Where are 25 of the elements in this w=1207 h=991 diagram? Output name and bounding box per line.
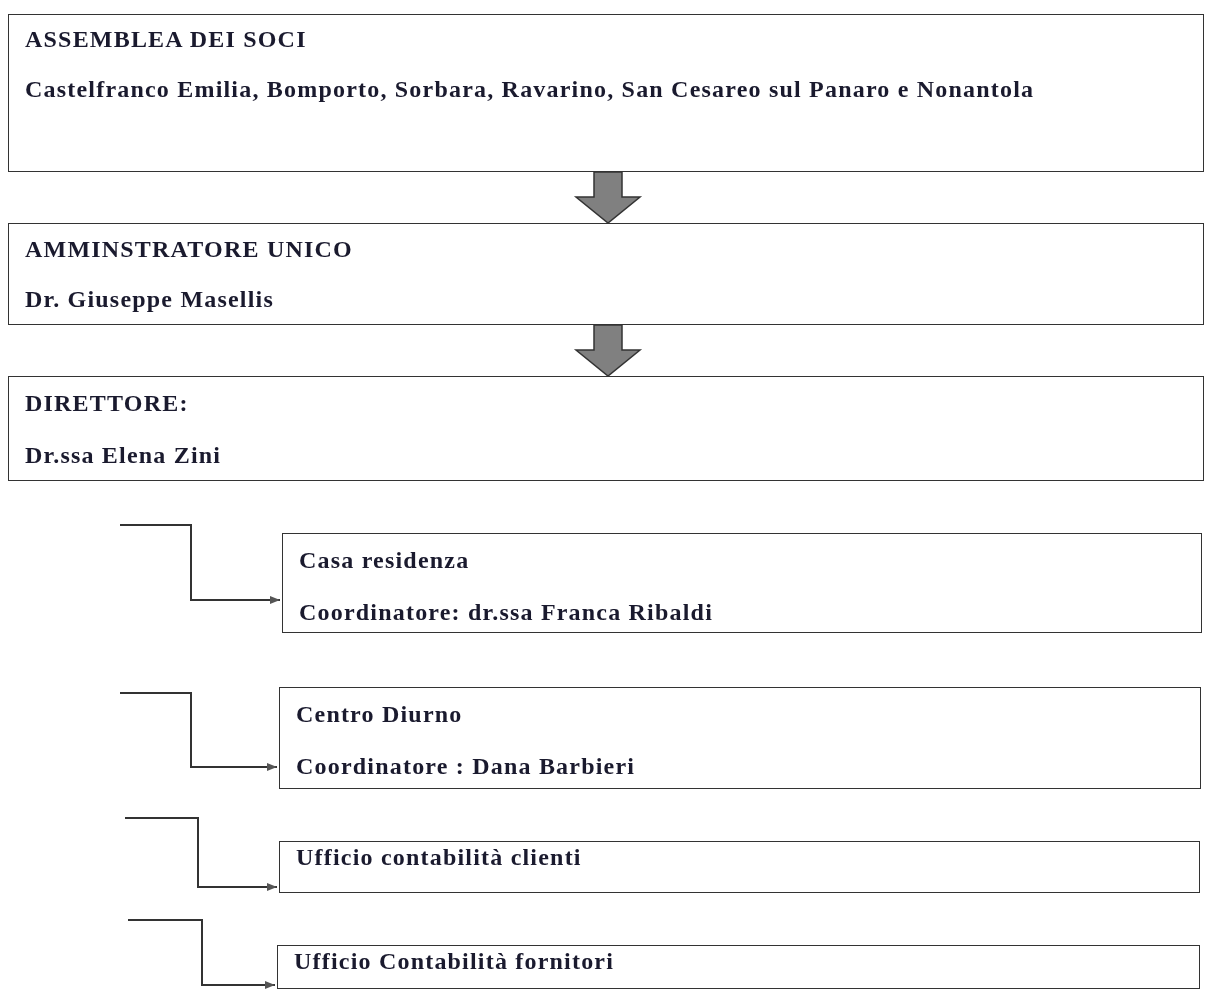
elbow-arrow — [119, 524, 281, 604]
org-box — [279, 841, 1200, 893]
org-box — [277, 945, 1200, 989]
box-heading: Casa residenza — [299, 546, 471, 575]
org-box — [282, 533, 1202, 633]
box-heading: Ufficio Contabilità fornitori — [294, 947, 616, 976]
box-text: Coordinatore: dr.ssa Franca Ribaldi — [299, 598, 715, 627]
elbow-arrow — [119, 692, 278, 771]
elbow-arrow — [124, 817, 278, 891]
org-box — [8, 14, 1204, 172]
box-text: Castelfranco Emilia, Bomporto, Sorbara, Ravarino, San Cesareo sul Panaro e Nonantola — [25, 75, 1036, 104]
box-text: Coordinatore : Dana Barbieri — [296, 752, 637, 781]
box-heading: Ufficio contabilità clienti — [296, 843, 583, 872]
box-heading: DIRETTORE: — [25, 389, 190, 418]
box-text: Dr.ssa Elena Zini — [25, 441, 223, 470]
box-text: Dr. Giuseppe Masellis — [25, 285, 275, 314]
org-box — [8, 223, 1204, 325]
org-box — [279, 687, 1201, 789]
block-arrow — [573, 324, 643, 377]
org-box — [8, 376, 1204, 481]
block-arrow — [573, 171, 643, 224]
elbow-arrow — [127, 919, 276, 989]
box-heading: Centro Diurno — [296, 700, 464, 729]
box-heading: AMMINSTRATORE UNICO — [25, 235, 354, 264]
box-heading: ASSEMBLEA DEI SOCI — [25, 25, 308, 54]
